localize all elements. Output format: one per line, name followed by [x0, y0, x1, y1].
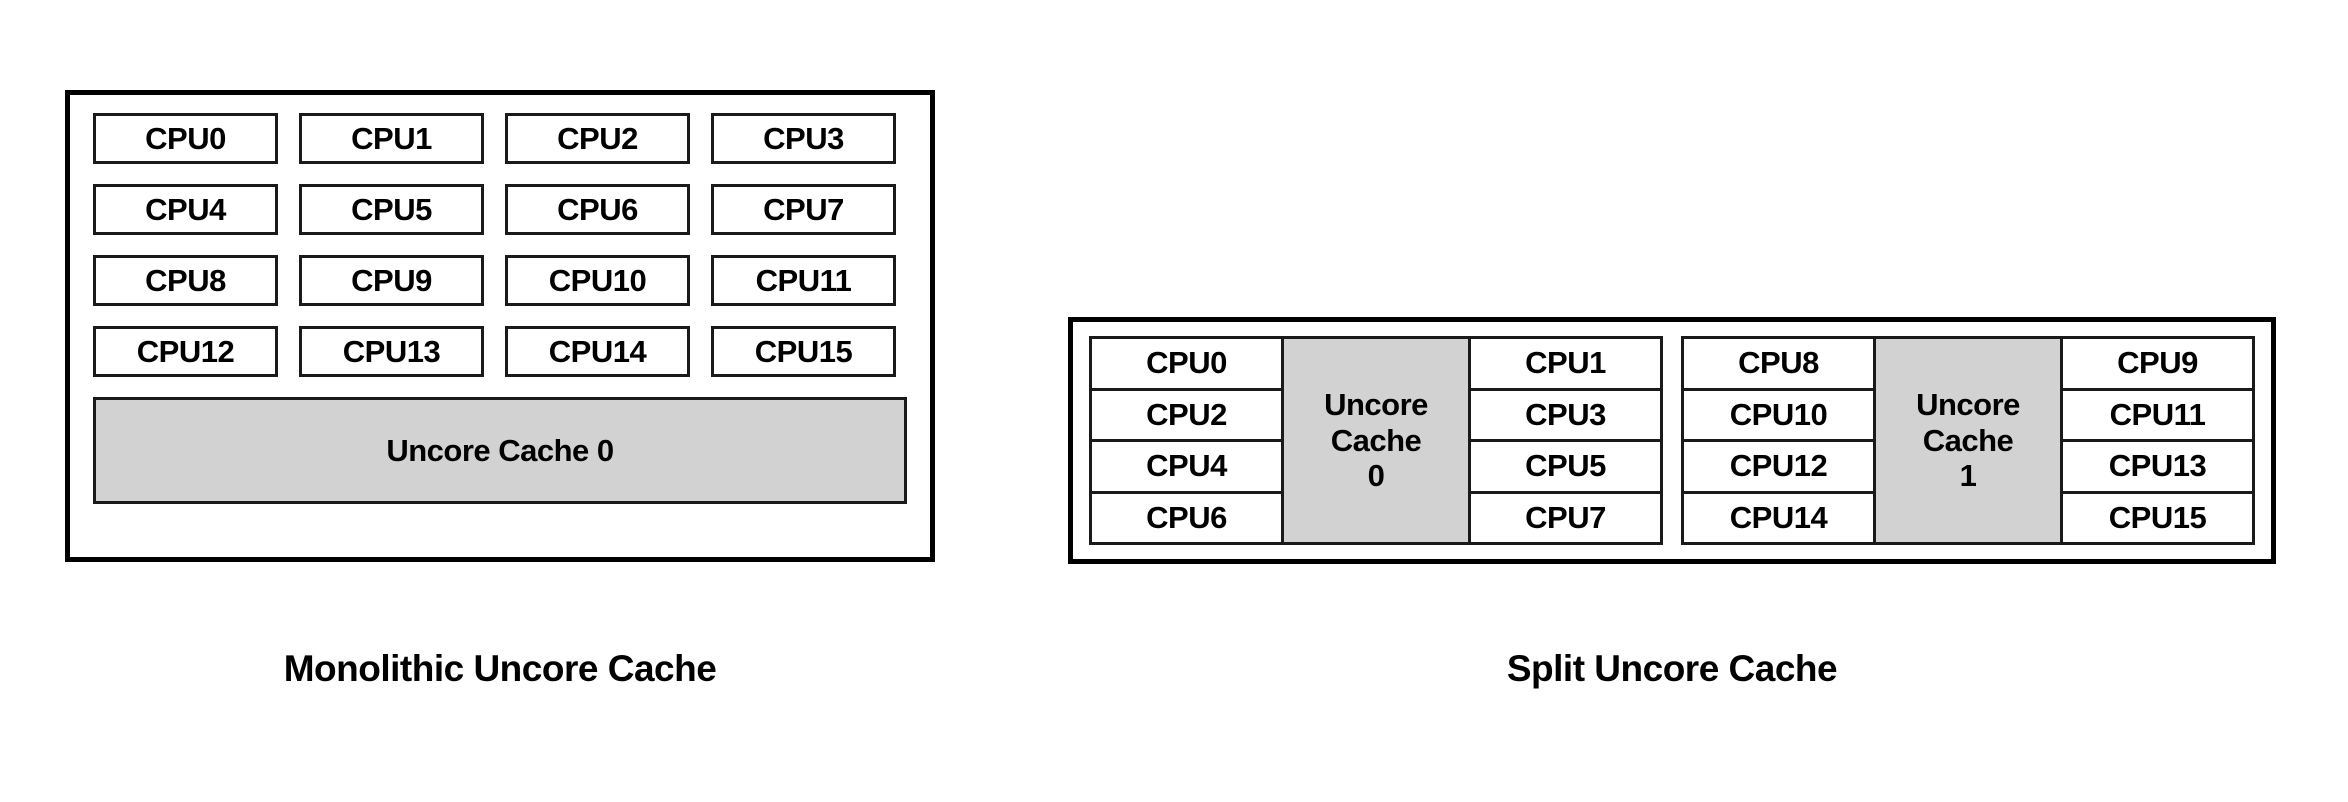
uncore-cache-0-line1: Uncore [1324, 387, 1428, 423]
socket-0-right-cpu-column: CPU1 CPU3 CPU5 CPU7 [1471, 339, 1660, 542]
cpu-box: CPU2 [505, 113, 690, 164]
cpu-cell: CPU0 [1092, 339, 1281, 391]
cpu-box: CPU11 [711, 255, 896, 306]
cpu-cell: CPU4 [1092, 442, 1281, 494]
uncore-cache-block-1: Uncore Cache 1 [1873, 339, 2063, 542]
cpu-cell: CPU7 [1471, 493, 1660, 542]
cpu-cell: CPU15 [2063, 493, 2252, 542]
monolithic-caption: Monolithic Uncore Cache [283, 648, 717, 689]
cpu-box: CPU6 [505, 184, 690, 235]
uncore-cache-1-line2: Cache [1922, 422, 2014, 458]
socket-0-left-cpu-column: CPU0 CPU2 CPU4 CPU6 [1092, 339, 1281, 542]
cpu-cell: CPU11 [2063, 390, 2252, 442]
cpu-cell: CPU13 [2063, 442, 2252, 494]
cpu-cell: CPU3 [1471, 390, 1660, 442]
cpu-box: CPU12 [93, 326, 278, 377]
cpu-cell: CPU2 [1092, 390, 1281, 442]
uncore-cache-1-line3: 1 [1959, 458, 1977, 494]
cpu-box: CPU10 [505, 255, 690, 306]
monolithic-uncore-cache-diagram: CPU0 CPU1 CPU2 CPU3 CPU4 CPU5 CPU6 CPU7 … [65, 90, 935, 562]
cpu-box: CPU0 [93, 113, 278, 164]
cpu-box: CPU3 [711, 113, 896, 164]
cpu-cell: CPU5 [1471, 442, 1660, 494]
cpu-cell: CPU10 [1684, 390, 1873, 442]
cpu-box: CPU7 [711, 184, 896, 235]
split-caption: Split Uncore Cache [1506, 648, 1838, 689]
uncore-cache-0-line3: 0 [1367, 458, 1385, 494]
split-inner-container: CPU0 CPU2 CPU4 CPU6 Uncore Cache 0 CPU1 … [1089, 336, 2255, 545]
monolithic-cpu-grid: CPU0 CPU1 CPU2 CPU3 CPU4 CPU5 CPU6 CPU7 … [93, 113, 907, 377]
cpu-box: CPU14 [505, 326, 690, 377]
uncore-cache-0-line2: Cache [1330, 422, 1422, 458]
socket-1: CPU8 CPU10 CPU12 CPU14 Uncore Cache 1 CP… [1681, 336, 2255, 545]
split-uncore-cache-diagram: CPU0 CPU2 CPU4 CPU6 Uncore Cache 0 CPU1 … [1068, 317, 2276, 564]
cpu-cell: CPU14 [1684, 493, 1873, 542]
cpu-box: CPU1 [299, 113, 484, 164]
uncore-cache-1-line1: Uncore [1916, 387, 2020, 423]
socket-1-right-cpu-column: CPU9 CPU11 CPU13 CPU15 [2063, 339, 2252, 542]
uncore-cache-block: Uncore Cache 0 [93, 397, 907, 504]
cpu-box: CPU15 [711, 326, 896, 377]
cpu-cell: CPU9 [2063, 339, 2252, 391]
cpu-box: CPU9 [299, 255, 484, 306]
cpu-box: CPU4 [93, 184, 278, 235]
cpu-box: CPU13 [299, 326, 484, 377]
socket-0: CPU0 CPU2 CPU4 CPU6 Uncore Cache 0 CPU1 … [1089, 336, 1663, 545]
cpu-cell: CPU1 [1471, 339, 1660, 391]
cpu-box: CPU8 [93, 255, 278, 306]
cpu-cell: CPU6 [1092, 493, 1281, 542]
cpu-box: CPU5 [299, 184, 484, 235]
cpu-cell: CPU8 [1684, 339, 1873, 391]
cpu-cell: CPU12 [1684, 442, 1873, 494]
socket-1-left-cpu-column: CPU8 CPU10 CPU12 CPU14 [1684, 339, 1873, 542]
uncore-cache-block-0: Uncore Cache 0 [1281, 339, 1471, 542]
monolithic-inner-container: CPU0 CPU1 CPU2 CPU3 CPU4 CPU5 CPU6 CPU7 … [93, 113, 907, 541]
